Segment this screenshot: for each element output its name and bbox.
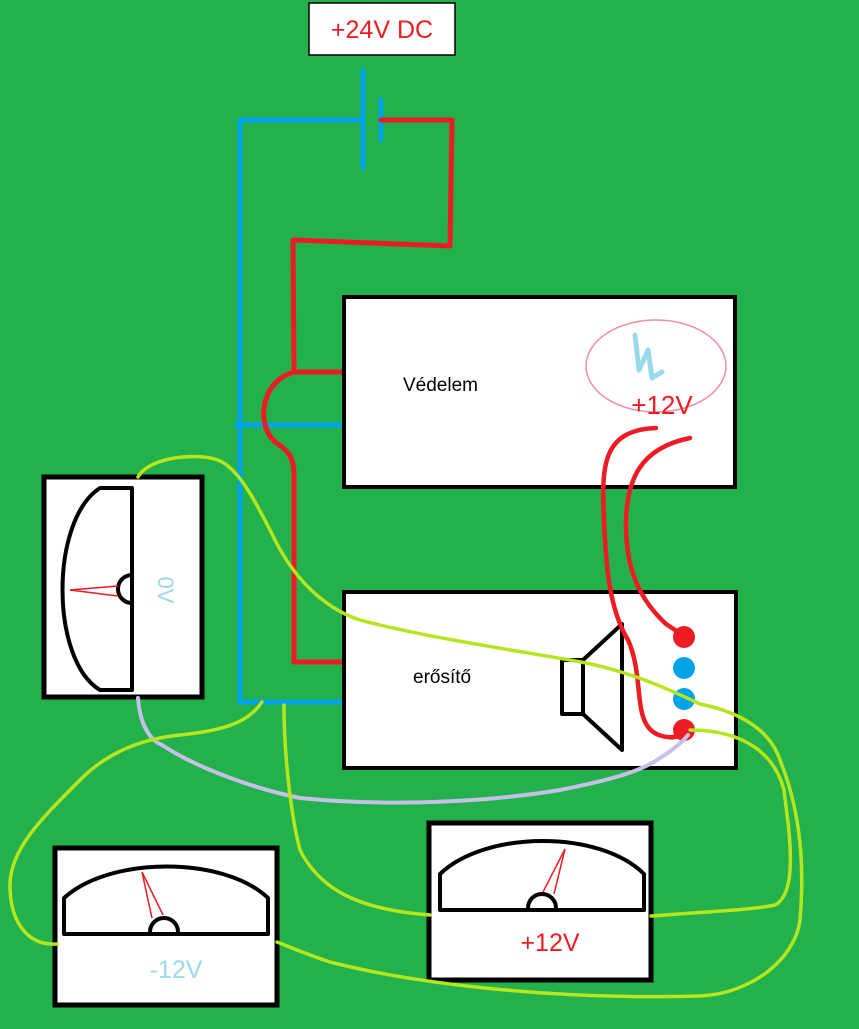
supply-label-box: [308, 2, 456, 56]
meter-left: 0V: [41, 474, 205, 700]
meter-bottom-right-pivot: [526, 892, 558, 909]
amplifier-box: [342, 590, 738, 770]
relay-output-wires: [601, 425, 693, 740]
protection-module: Védelem +12V: [342, 295, 737, 489]
amplifier-module: erősítő: [342, 590, 738, 770]
positive-amplifier-wire: [261, 369, 373, 665]
meter-bottom-right-needle: [542, 848, 566, 895]
meter-left-needle: [69, 585, 119, 597]
speaker-cone: [581, 622, 624, 752]
meter-bottom-left-dial: [62, 864, 270, 936]
protection-box: [342, 295, 737, 489]
meter-bottom-right-dial: [438, 839, 646, 912]
relay-wire-b: [623, 435, 693, 639]
meter-bottom-left-needle: [141, 871, 164, 919]
negative-main-wire: [237, 117, 366, 705]
amplifier-label: erősítő: [413, 667, 471, 688]
meter-bottom-right-body: [426, 820, 654, 983]
meter-left-pivot: [116, 573, 133, 605]
meter-left-dial: [60, 486, 134, 692]
protection-voltage-label: +12V: [631, 390, 693, 420]
terminal-red-top: [673, 626, 695, 648]
relay-wire-a: [601, 425, 691, 740]
meter-bottom-left-body: [52, 845, 280, 1008]
battery-symbol: [360, 67, 384, 171]
meter-bottom-left-probe-wire: [8, 700, 264, 946]
ground-wire: [136, 696, 690, 805]
meter-bottom-left-label: -12V: [150, 956, 203, 984]
meter-bottom-right-label: +12V: [520, 929, 579, 957]
supply-label: +24V DC: [308, 2, 456, 56]
positive-wiring: [261, 117, 455, 665]
amplifier-terminals: [673, 626, 695, 741]
protection-label: Védelem: [403, 375, 478, 396]
supply-label-text: +24V DC: [331, 16, 433, 44]
meter-left-body: [41, 474, 205, 700]
meter-bottom-right: +12V: [426, 820, 654, 983]
positive-main-wire: [290, 117, 455, 375]
relay-outline: [585, 319, 727, 413]
relay-lightning-icon: [632, 332, 665, 381]
meter-bottom-right-probe-wire-a: [282, 703, 432, 917]
meter-bottom-left-pivot: [148, 916, 180, 933]
meter-bottom-right-probe-wire-b: [649, 728, 793, 918]
meter-left-probe-wire: [136, 454, 804, 999]
measurement-wiring: [8, 454, 804, 999]
terminal-blue-1: [673, 657, 695, 679]
meter-left-label: 0V: [153, 577, 178, 604]
meter-bottom-left: -12V: [52, 845, 280, 1008]
